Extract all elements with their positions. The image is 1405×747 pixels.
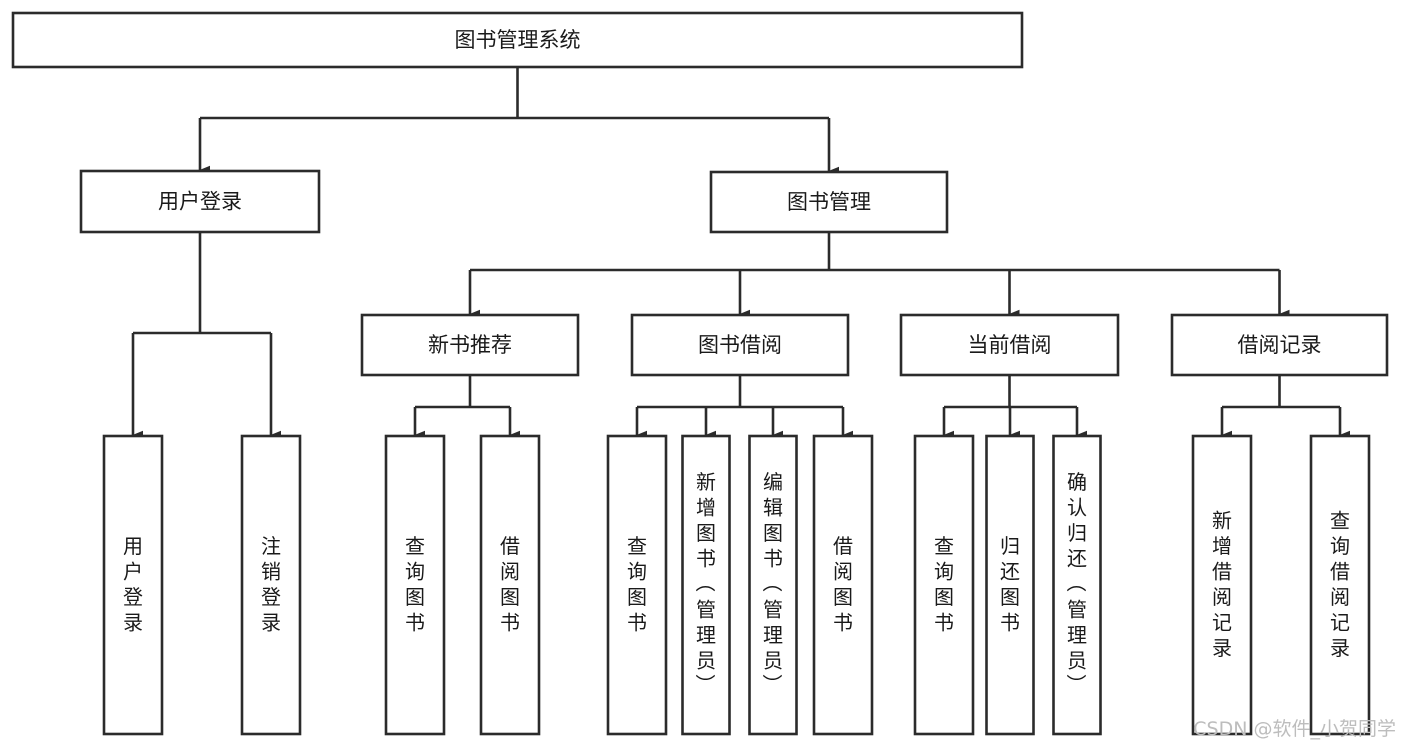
node-label: 借阅图书 xyxy=(500,534,520,635)
node-leaf-query-record[interactable]: 查询借阅记录 xyxy=(1309,434,1371,736)
node-label: 借阅图书 xyxy=(833,534,853,635)
node-current-borrow[interactable]: 当前借阅 xyxy=(899,313,1120,377)
node-label: 新增图书（管理员） xyxy=(695,470,716,698)
connector-layer xyxy=(131,67,1350,440)
node-layer: 图书管理系统用户登录图书管理新书推荐图书借阅当前借阅借阅记录用户登录注销登录查询… xyxy=(11,11,1389,736)
node-box xyxy=(1309,434,1371,736)
node-leaf-add-record[interactable]: 新增借阅记录 xyxy=(1191,434,1253,736)
node-label: 当前借阅 xyxy=(968,333,1052,357)
node-box xyxy=(79,169,321,234)
node-box xyxy=(384,434,446,736)
node-leaf-user-login[interactable]: 用户登录 xyxy=(102,434,164,736)
node-label: 查询借阅记录 xyxy=(1330,508,1350,660)
node-label: 借阅记录 xyxy=(1238,333,1322,357)
node-box xyxy=(479,434,541,736)
node-label: 用户登录 xyxy=(158,190,242,214)
node-label: 确认归还（管理员） xyxy=(1066,470,1087,698)
node-box xyxy=(102,434,164,736)
node-box xyxy=(1191,434,1253,736)
node-box xyxy=(11,11,1024,69)
node-leaf-edit-book[interactable]: 编辑图书（管理员） xyxy=(748,434,798,736)
node-label: 用户登录 xyxy=(123,534,143,635)
node-leaf-borrow-book-1[interactable]: 借阅图书 xyxy=(479,434,541,736)
node-label: 新增借阅记录 xyxy=(1212,508,1232,660)
node-root[interactable]: 图书管理系统 xyxy=(11,11,1024,69)
node-leaf-user-logout[interactable]: 注销登录 xyxy=(240,434,302,736)
node-box xyxy=(1170,313,1389,377)
node-leaf-query-book-3[interactable]: 查询图书 xyxy=(913,434,975,736)
node-box xyxy=(630,313,850,377)
node-box xyxy=(1052,434,1102,736)
node-borrow-record[interactable]: 借阅记录 xyxy=(1170,313,1389,377)
node-label: 查询图书 xyxy=(934,534,954,635)
node-label: 归还图书 xyxy=(1000,534,1020,635)
node-label: 新书推荐 xyxy=(428,333,512,357)
node-box xyxy=(606,434,668,736)
node-leaf-query-book-2[interactable]: 查询图书 xyxy=(606,434,668,736)
node-label: 查询图书 xyxy=(405,534,425,635)
node-box xyxy=(240,434,302,736)
node-leaf-query-book-1[interactable]: 查询图书 xyxy=(384,434,446,736)
node-box xyxy=(899,313,1120,377)
node-book-manage[interactable]: 图书管理 xyxy=(709,170,949,234)
node-user-login[interactable]: 用户登录 xyxy=(79,169,321,234)
node-leaf-add-book[interactable]: 新增图书（管理员） xyxy=(681,434,731,736)
csdn-watermark: CSDN @软件_小贺同学 xyxy=(1193,718,1396,740)
node-box xyxy=(913,434,975,736)
node-label: 图书管理系统 xyxy=(455,28,581,52)
node-leaf-return-book[interactable]: 归还图书 xyxy=(985,434,1035,736)
node-label: 注销登录 xyxy=(261,534,281,635)
node-box xyxy=(812,434,874,736)
node-label: 图书管理 xyxy=(787,190,871,214)
node-leaf-borrow-book-2[interactable]: 借阅图书 xyxy=(812,434,874,736)
node-book-borrow[interactable]: 图书借阅 xyxy=(630,313,850,377)
node-box xyxy=(748,434,798,736)
node-label: 编辑图书（管理员） xyxy=(762,470,783,698)
node-new-book-recommend[interactable]: 新书推荐 xyxy=(360,313,580,377)
node-leaf-confirm-return[interactable]: 确认归还（管理员） xyxy=(1052,434,1102,736)
node-label: 图书借阅 xyxy=(698,333,782,357)
node-box xyxy=(709,170,949,234)
node-label: 查询图书 xyxy=(627,534,647,635)
node-box xyxy=(360,313,580,377)
node-box xyxy=(985,434,1035,736)
node-box xyxy=(681,434,731,736)
